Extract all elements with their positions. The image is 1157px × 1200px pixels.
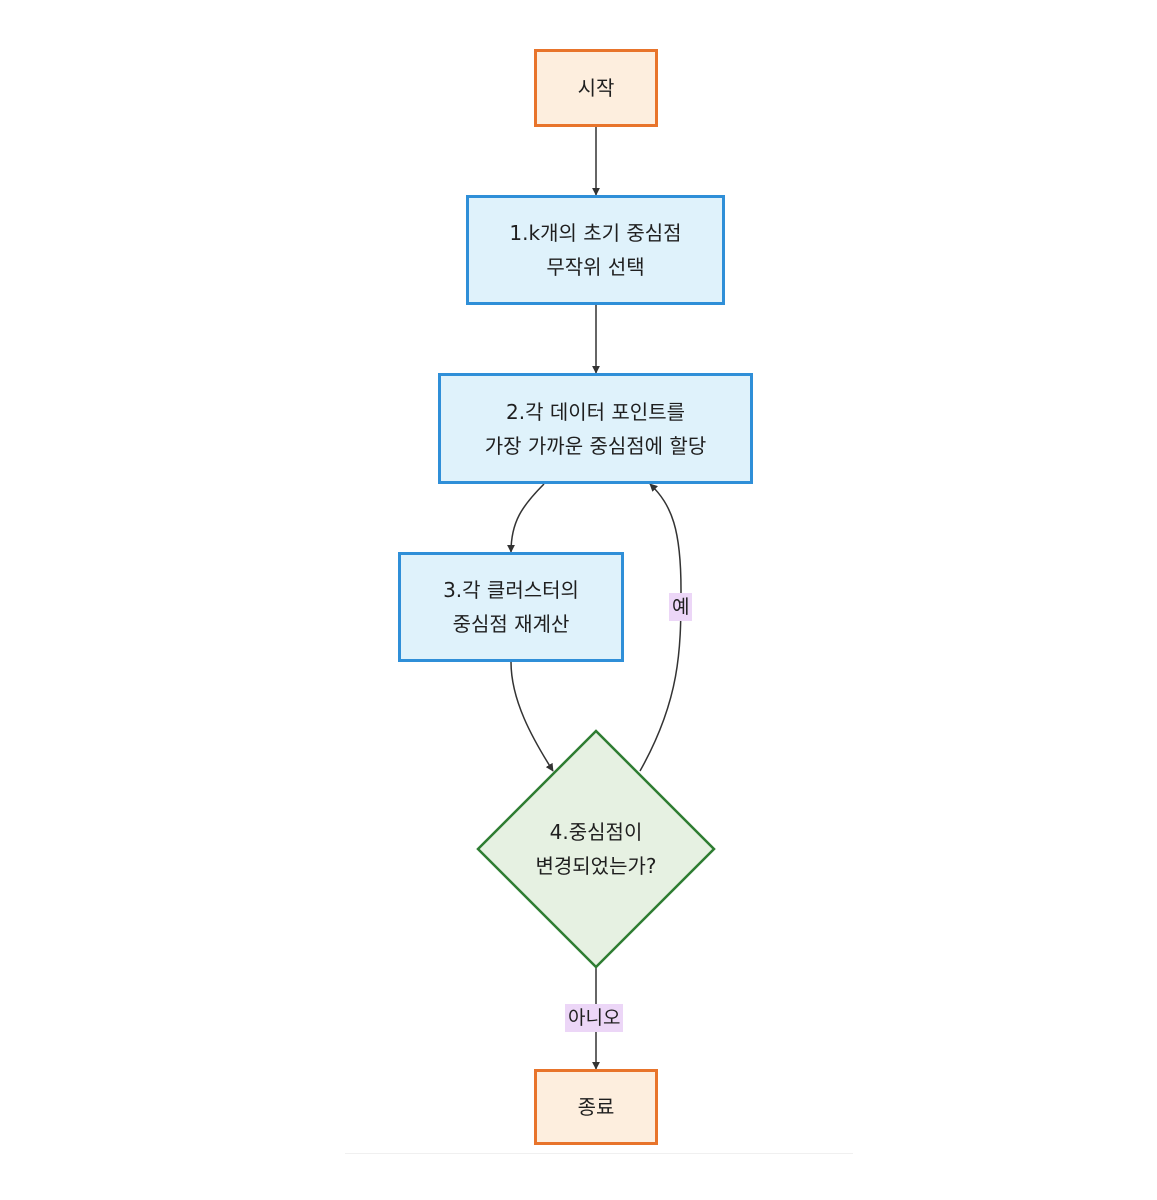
start-node: 시작 — [534, 49, 658, 127]
step3-line-2: 중심점 재계산 — [452, 612, 570, 636]
step2-line-1: 2.각 데이터 포인트를 — [506, 399, 685, 424]
step2-node: 2.각 데이터 포인트를 가장 가까운 중심점에 할당 — [438, 373, 753, 484]
end-node: 종료 — [534, 1069, 658, 1145]
edge-label-yes: 예 — [669, 593, 693, 621]
step3-line-1: 3.각 클러스터의 — [443, 578, 579, 602]
decision-node: 4.중심점이 변경되었는가? — [518, 800, 674, 898]
decision-diamond — [476, 729, 716, 969]
step3-node: 3.각 클러스터의 중심점 재계산 — [398, 552, 624, 662]
decision-line-2: 변경되었는가? — [535, 854, 657, 878]
edge-decision-to-step2-yes — [639, 483, 682, 772]
edge-step2-to-step3 — [507, 483, 545, 553]
end-node-label: 종료 — [577, 1095, 615, 1119]
start-node-label: 시작 — [577, 76, 615, 100]
edge-label-no: 아니오 — [565, 1004, 624, 1032]
decision-line-1: 4.중심점이 — [549, 820, 643, 844]
step1-line-1: 1.k개의 초기 중심점 — [509, 221, 682, 245]
step2-line-2: 가장 가까운 중심점에 할당 — [484, 433, 707, 458]
edge-step3-to-decision — [510, 661, 554, 772]
step1-line-2: 무작위 선택 — [546, 255, 645, 279]
step1-node: 1.k개의 초기 중심점 무작위 선택 — [466, 195, 725, 305]
bottom-divider — [345, 1153, 853, 1154]
